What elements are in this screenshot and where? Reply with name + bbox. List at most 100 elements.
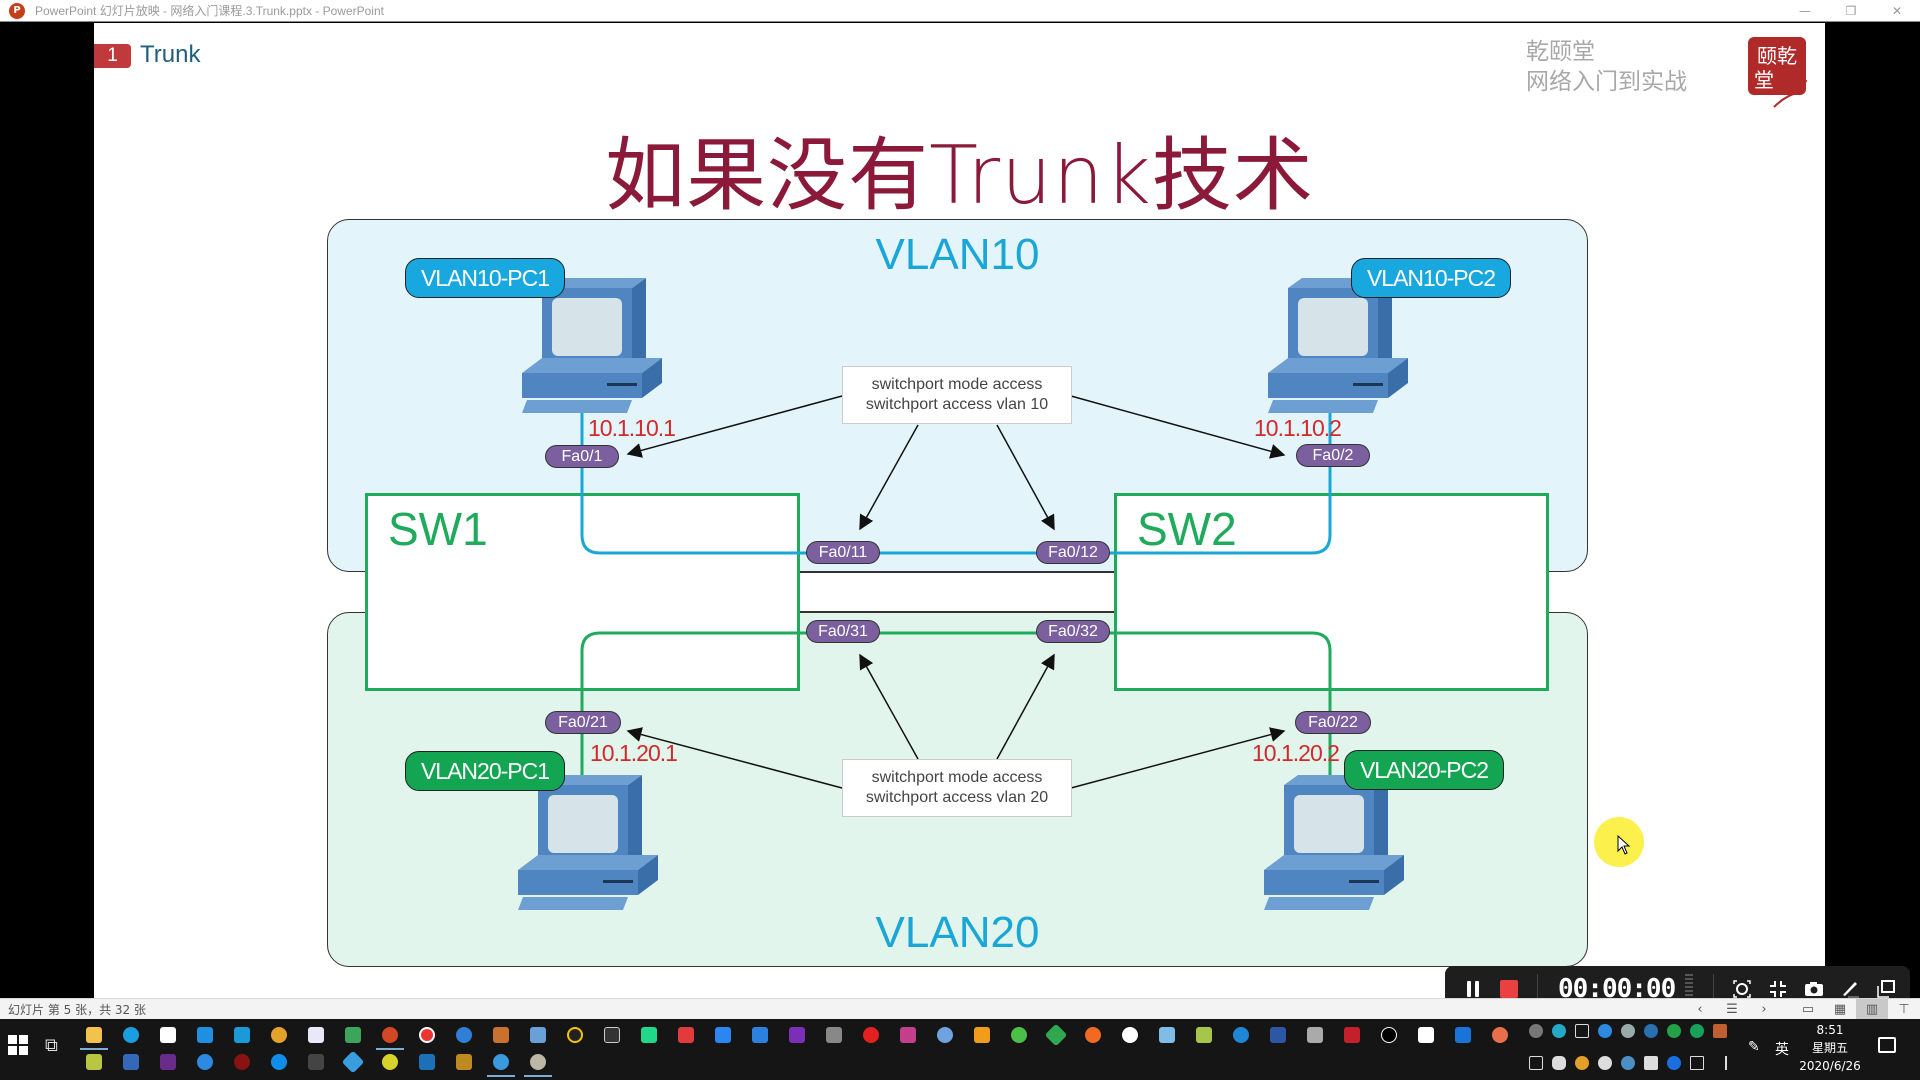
globe-app-icon[interactable]: [193, 1051, 217, 1073]
cmd-icon[interactable]: [600, 1024, 624, 1046]
slide-counter: 幻灯片 第 5 张，共 32 张: [8, 1002, 146, 1017]
minimize-button[interactable]: —: [1799, 4, 1811, 18]
mail-icon[interactable]: [193, 1024, 217, 1046]
normal-view-button[interactable]: ▭: [1792, 999, 1824, 1020]
network-icon[interactable]: [1690, 1056, 1704, 1070]
wechat-icon[interactable]: [1007, 1024, 1031, 1046]
security-icon[interactable]: [1598, 1056, 1612, 1070]
tray-app-icon[interactable]: [1667, 1024, 1681, 1038]
yellow-app-icon[interactable]: [378, 1051, 402, 1073]
slideshow-button[interactable]: ⊤: [1888, 999, 1920, 1020]
store-icon[interactable]: [156, 1024, 180, 1046]
slide-sorter-button[interactable]: ▦: [1824, 999, 1856, 1020]
tray-app-icon[interactable]: [1575, 1024, 1589, 1038]
red-app-icon[interactable]: [674, 1024, 698, 1046]
kite-icon[interactable]: [341, 1050, 365, 1074]
pause-button[interactable]: [1455, 971, 1491, 1007]
stop-button[interactable]: [1491, 971, 1527, 1007]
onenote-icon[interactable]: [785, 1024, 809, 1046]
chrome-icon[interactable]: [267, 1024, 291, 1046]
tray-app-icon[interactable]: [1713, 1024, 1727, 1038]
volume-icon[interactable]: [1713, 1056, 1727, 1070]
v2-app-icon[interactable]: [1451, 1024, 1475, 1046]
sublime-icon[interactable]: [970, 1024, 994, 1046]
close-button[interactable]: ✕: [1891, 4, 1903, 18]
next-slide-button[interactable]: ›: [1761, 1002, 1767, 1017]
pycharm-icon[interactable]: [637, 1024, 661, 1046]
port-fa0-32: Fa0/32: [1036, 620, 1110, 643]
tray-app-icon[interactable]: [1529, 1024, 1543, 1038]
onedrive-icon[interactable]: [1229, 1024, 1253, 1046]
brand-text: 乾颐堂 网络入门到实战: [1526, 37, 1687, 97]
window-mode-button[interactable]: [1868, 971, 1904, 1007]
edge-icon[interactable]: [119, 1024, 143, 1046]
windows-start-icon[interactable]: [8, 1035, 28, 1055]
orange-app-icon[interactable]: [1488, 1024, 1512, 1046]
slide[interactable]: 1 Trunk 乾颐堂 网络入门到实战 颐乾 堂 如果没有Trunk技术 VLA…: [94, 23, 1825, 998]
file-explorer-icon[interactable]: [80, 1024, 108, 1050]
database-icon[interactable]: [1303, 1024, 1327, 1046]
pen-input-icon[interactable]: ✎: [1748, 1039, 1760, 1055]
1password-icon[interactable]: [1118, 1024, 1142, 1046]
building-app-icon[interactable]: [452, 1024, 476, 1046]
blue-note-icon[interactable]: [711, 1024, 735, 1046]
teamviewer-icon[interactable]: [267, 1051, 291, 1073]
l-app-icon[interactable]: [230, 1024, 254, 1046]
dark-red-app-icon[interactable]: [230, 1051, 254, 1073]
qq-tray-icon[interactable]: [1575, 1056, 1589, 1070]
powerpoint-icon[interactable]: [376, 1024, 404, 1050]
b-app-icon[interactable]: [1377, 1024, 1401, 1046]
vault-icon[interactable]: [822, 1024, 846, 1046]
qq-icon[interactable]: [563, 1024, 587, 1046]
focus-region-icon: [1733, 979, 1751, 998]
visio-icon[interactable]: [1266, 1024, 1290, 1046]
tray-app-icon[interactable]: [1621, 1024, 1635, 1038]
contacts-icon[interactable]: [748, 1024, 772, 1046]
powershell-icon[interactable]: [119, 1051, 143, 1073]
bluetooth-icon[interactable]: [1667, 1056, 1681, 1070]
vmware-icon[interactable]: [1192, 1024, 1216, 1046]
app-icon[interactable]: [304, 1024, 328, 1046]
restore-button[interactable]: ❐: [1845, 4, 1857, 18]
task-view-icon[interactable]: ⧉: [45, 1035, 58, 1056]
feather-app-icon[interactable]: [487, 1051, 515, 1077]
green-diamond-icon[interactable]: [1044, 1023, 1068, 1047]
tray-app-icon[interactable]: [1644, 1024, 1658, 1038]
region-capture-button[interactable]: [1724, 971, 1760, 1007]
winamp-icon[interactable]: [489, 1024, 513, 1046]
clock-weekday: 星期五: [1811, 1041, 1848, 1055]
wow-icon[interactable]: [452, 1051, 476, 1073]
red-swirl-icon[interactable]: [859, 1024, 883, 1046]
g-app-icon[interactable]: [156, 1051, 180, 1073]
blue-app-icon[interactable]: [415, 1051, 439, 1073]
usb-icon[interactable]: [1529, 1056, 1543, 1070]
firefox-icon[interactable]: [1081, 1024, 1105, 1046]
previous-slide-button[interactable]: ‹: [1697, 1002, 1703, 1017]
send-icon[interactable]: [896, 1024, 920, 1046]
screenshot-button[interactable]: [1796, 971, 1832, 1007]
slideshow-statusbar: 幻灯片 第 5 张，共 32 张 ‹ ☰ › ▭ ▦ ▥ ⊤: [0, 998, 1920, 1020]
system-clock[interactable]: 8:51 星期五 2020/6/26: [1790, 1021, 1870, 1075]
input-method-indicator[interactable]: 英: [1775, 1042, 1789, 1058]
terminal-icon[interactable]: [304, 1051, 328, 1073]
record-icon[interactable]: [415, 1024, 439, 1046]
microphone-icon[interactable]: [1552, 1056, 1566, 1070]
annotate-button[interactable]: [1832, 971, 1868, 1007]
owl-app-icon[interactable]: [524, 1051, 552, 1077]
battery-icon[interactable]: [1644, 1056, 1658, 1070]
reading-view-button[interactable]: ▥: [1856, 999, 1888, 1020]
tray-app-icon[interactable]: [1552, 1024, 1566, 1038]
search-tool-icon[interactable]: [933, 1024, 957, 1046]
calculator-icon[interactable]: [1414, 1024, 1438, 1046]
tray-app-icon[interactable]: [1690, 1024, 1704, 1038]
remote-desktop-icon[interactable]: [526, 1024, 550, 1046]
tray-app-icon[interactable]: [1598, 1024, 1612, 1038]
notification-center-icon[interactable]: [1878, 1037, 1896, 1053]
exit-fullscreen-button[interactable]: [1760, 971, 1796, 1007]
anime-app-icon[interactable]: [1155, 1024, 1179, 1046]
globe-tray-icon[interactable]: [1621, 1056, 1635, 1070]
network-tool-icon[interactable]: [82, 1051, 106, 1073]
slide-menu-button[interactable]: ☰: [1716, 999, 1748, 1020]
network-app-icon[interactable]: [341, 1024, 365, 1046]
u-app-icon[interactable]: [1340, 1024, 1364, 1046]
